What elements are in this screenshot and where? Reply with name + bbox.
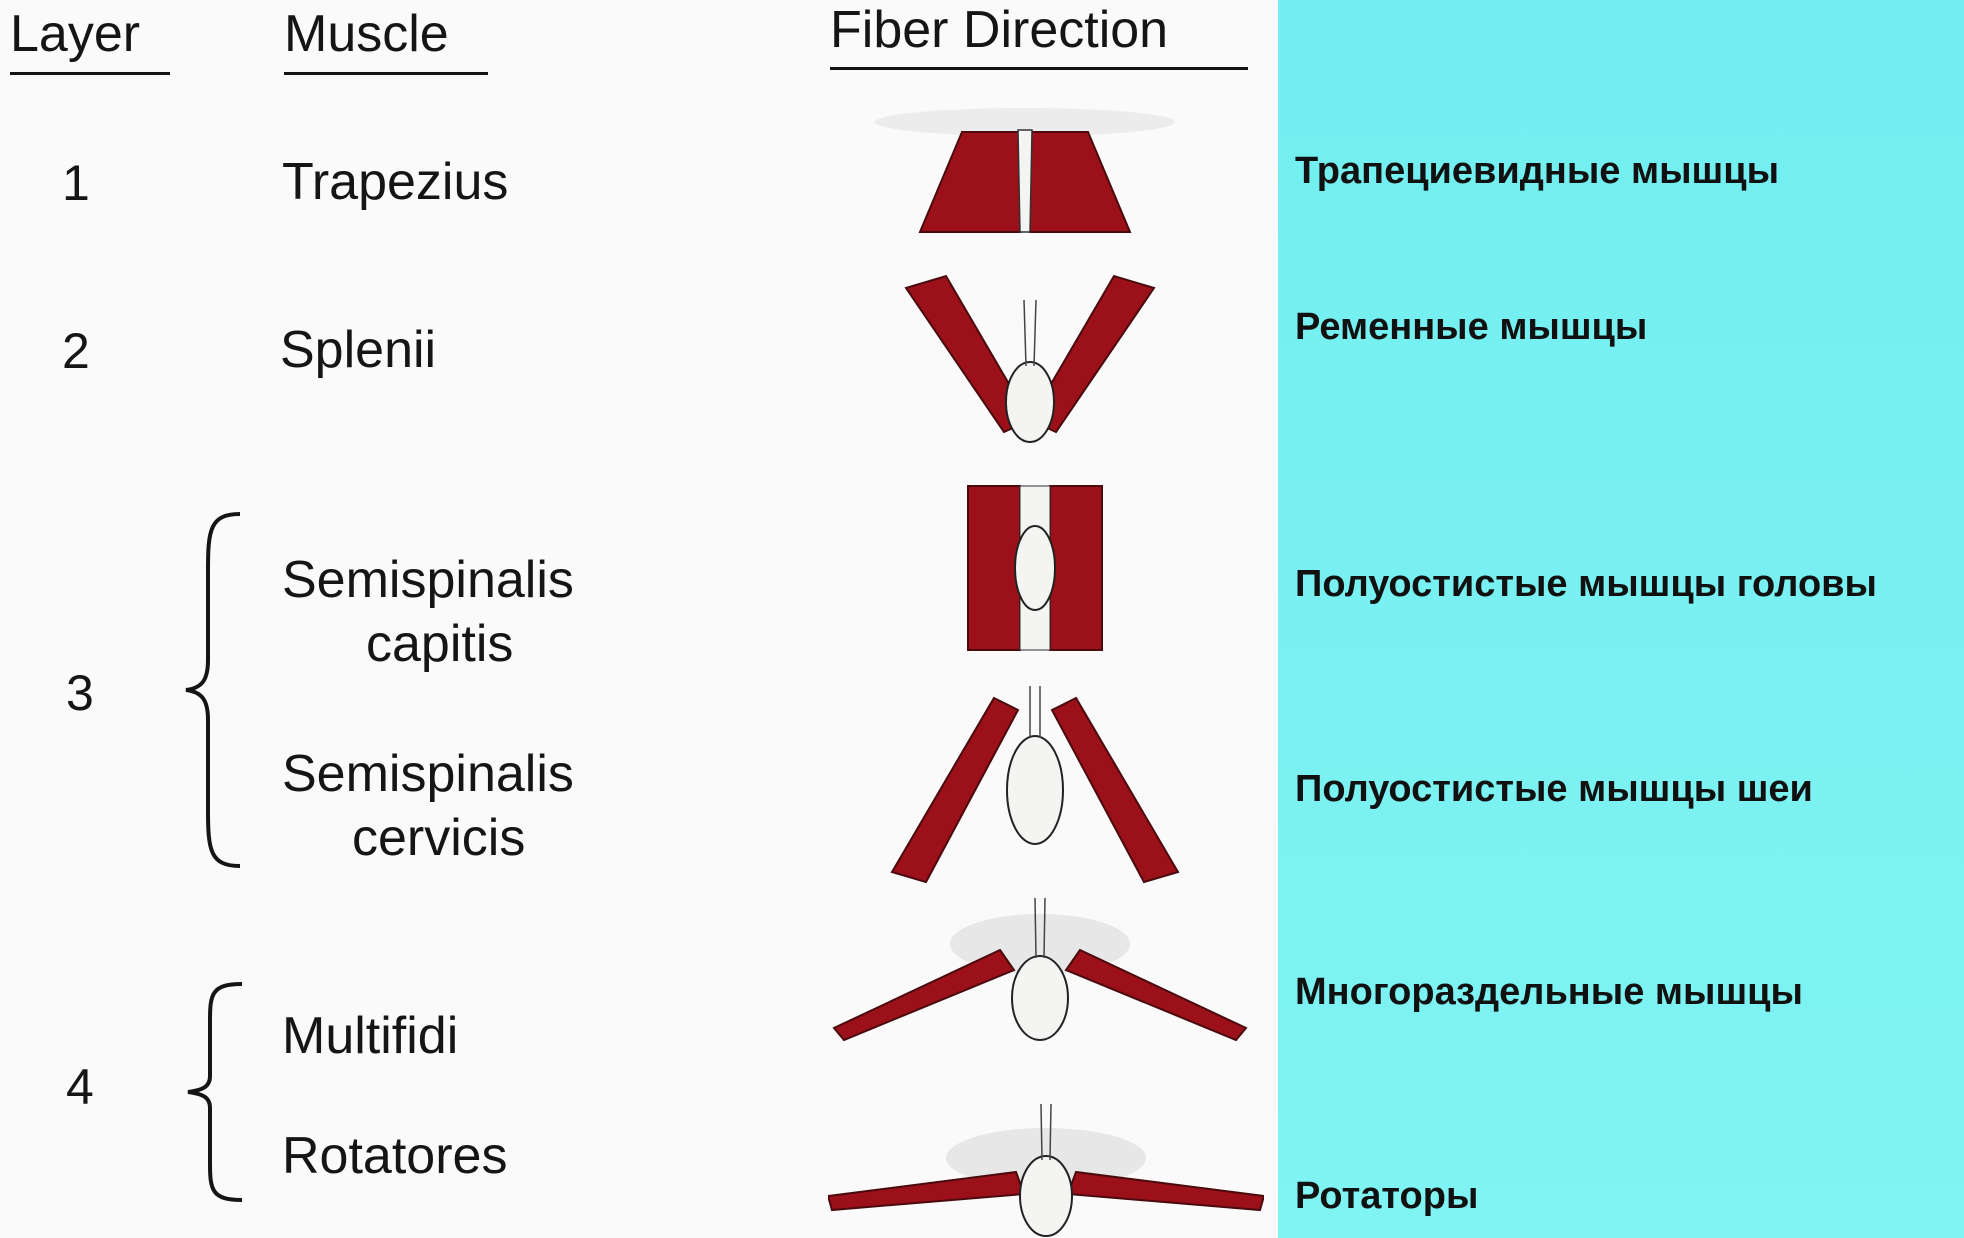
muscle-name-semispinalis-cervicis-2: cervicis	[352, 806, 525, 870]
translation-trapezius: Трапециевидные мышцы	[1295, 150, 1779, 193]
translation-splenii: Ременные мышцы	[1295, 306, 1647, 349]
fiber-drawing-semispinalis-capitis	[960, 482, 1110, 656]
fiber-drawing-rotatores	[828, 1100, 1264, 1238]
diagram-panel: Layer Muscle Fiber Direction 1 2 3 4 Tra…	[0, 0, 1278, 1238]
muscle-name-semispinalis-capitis-1: Semispinalis	[282, 548, 574, 612]
layer-number-3: 3	[66, 664, 94, 722]
layer-number-4: 4	[66, 1058, 94, 1116]
muscle-header: Muscle	[284, 4, 449, 64]
fiber-drawing-trapezius	[870, 100, 1180, 240]
layer-number-1: 1	[62, 154, 90, 212]
translation-semispinalis-capitis: Полуостистые мышцы головы	[1295, 563, 1877, 606]
fiber-direction-header: Fiber Direction	[830, 0, 1168, 60]
fiber-drawing-splenii	[900, 270, 1160, 450]
layer-header-underline	[10, 72, 170, 75]
muscle-name-rotatores: Rotatores	[282, 1124, 507, 1188]
layer-header: Layer	[10, 4, 140, 64]
translation-rotatores: Ротаторы	[1295, 1175, 1478, 1218]
fiber-header-underline	[830, 67, 1248, 70]
fiber-drawing-multifidi	[830, 894, 1250, 1044]
muscle-name-splenii: Splenii	[280, 318, 436, 382]
fiber-drawing-semispinalis-cervicis	[890, 686, 1180, 886]
muscle-name-semispinalis-cervicis-1: Semispinalis	[282, 742, 574, 806]
translation-multifidi: Многораздельные мышцы	[1295, 971, 1803, 1014]
brace-layer-3	[180, 510, 250, 870]
muscle-name-trapezius: Trapezius	[282, 150, 508, 214]
muscle-name-semispinalis-capitis-2: capitis	[366, 612, 513, 676]
muscle-name-multifidi: Multifidi	[282, 1004, 458, 1068]
translation-semispinalis-cervicis: Полуостистые мышцы шеи	[1295, 768, 1813, 811]
brace-layer-4	[180, 980, 250, 1204]
layer-number-2: 2	[62, 322, 90, 380]
muscle-header-underline	[284, 72, 488, 75]
